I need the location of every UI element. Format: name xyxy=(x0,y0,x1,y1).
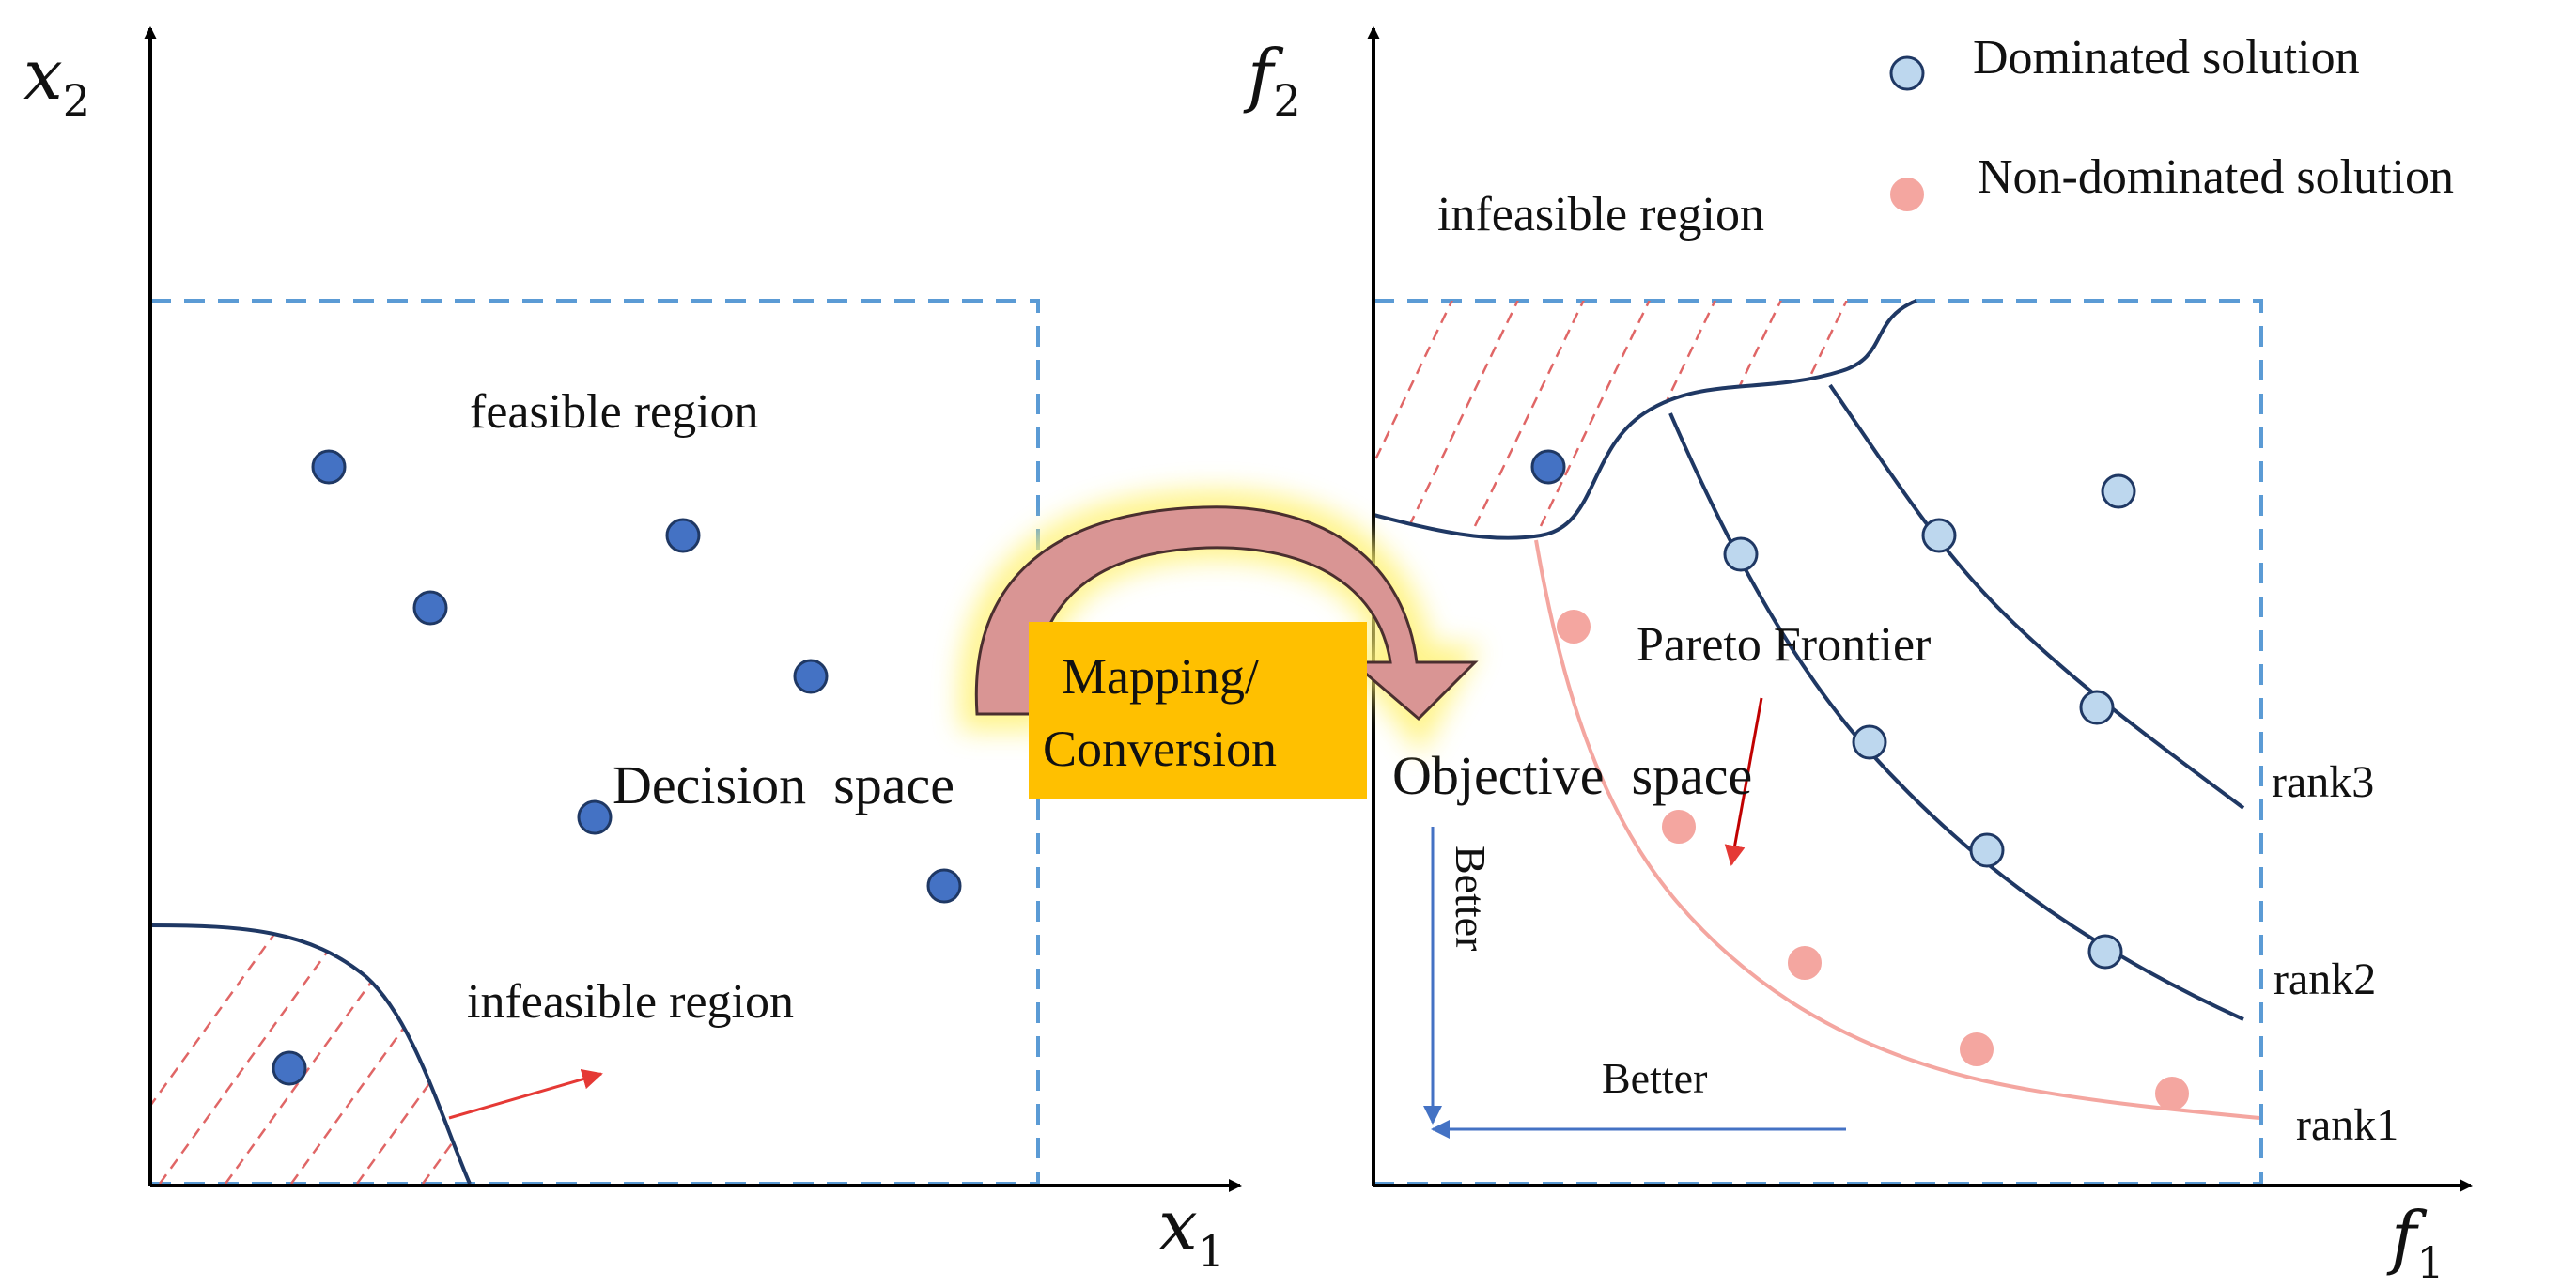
decision-space-label: Decision space xyxy=(613,754,954,815)
objective-space-label: Objective space xyxy=(1392,745,1752,806)
decision-point xyxy=(272,1050,307,1086)
non-dominated-point xyxy=(1662,810,1696,844)
dominated-points xyxy=(1723,473,2136,970)
mapping-label-line1: Mapping/ xyxy=(1062,648,1259,705)
better-horizontal-label: Better xyxy=(1602,1054,1707,1102)
dominated-point xyxy=(1969,832,2005,868)
decision-infeasible-label: infeasible region xyxy=(467,975,794,1029)
decision-x-axis-label: x1 xyxy=(1158,1186,1225,1277)
rank1-curve xyxy=(1534,539,2260,1120)
non-dominated-point xyxy=(1788,946,1822,980)
better-vertical-label: Better xyxy=(1447,846,1495,951)
pareto-arrow xyxy=(1724,697,1763,866)
objective-y-axis-label: f2 xyxy=(1243,35,1301,126)
objective-constraint-boundary xyxy=(1373,299,1917,540)
non-dominated-point xyxy=(2155,1077,2189,1110)
objective-infeasible-label: infeasible region xyxy=(1437,188,1764,241)
legend-dominated-marker xyxy=(1889,55,1925,91)
dominated-point xyxy=(2087,934,2123,970)
mapping-label-line2: Conversion xyxy=(1043,721,1277,777)
dominated-point xyxy=(1921,518,1957,553)
mapping-conversion: Mapping/ Conversion xyxy=(959,489,1481,799)
objective-infeasible-point xyxy=(1530,449,1566,485)
objective-space-panel: infeasible region Pareto Frontier Object… xyxy=(1243,26,2473,1288)
rank3-label: rank3 xyxy=(2272,757,2374,807)
objective-infeasible-region xyxy=(1373,299,1917,540)
mapping-curved-arrow xyxy=(974,505,1479,722)
decision-point xyxy=(412,590,448,626)
decision-point xyxy=(793,659,829,694)
decision-infeasible-arrow xyxy=(448,1069,603,1120)
dominated-point xyxy=(1852,724,1887,760)
dominated-point xyxy=(2079,690,2115,725)
decision-point xyxy=(926,868,962,904)
non-dominated-point xyxy=(1960,1032,1994,1066)
decision-point xyxy=(311,449,347,485)
rank3-curve xyxy=(1828,383,2245,810)
decision-y-axis-label: x2 xyxy=(23,35,90,126)
legend: Dominated solution Non-dominated solutio… xyxy=(1889,31,2454,211)
objective-x-axis-label: f1 xyxy=(2386,1197,2444,1288)
non-dominated-points xyxy=(1557,610,2189,1110)
dominated-point xyxy=(2101,473,2136,509)
objective-feasible-box xyxy=(1372,299,2263,1186)
decision-points xyxy=(272,449,962,1086)
legend-non-dominated-marker xyxy=(1890,178,1924,211)
legend-dominated-label: Dominated solution xyxy=(1973,31,2360,85)
decision-point xyxy=(665,518,701,553)
decision-space-panel: feasible region infeasible region Decisi… xyxy=(23,26,1242,1277)
rank2-label: rank2 xyxy=(2273,954,2376,1004)
dominated-point xyxy=(1723,536,1759,572)
legend-non-dominated-label: Non-dominated solution xyxy=(1978,150,2454,204)
decision-point xyxy=(577,799,613,835)
rank1-label: rank1 xyxy=(2296,1100,2398,1150)
decision-feasible-label: feasible region xyxy=(470,385,759,439)
rank2-curve xyxy=(1668,412,2244,1021)
non-dominated-point xyxy=(1557,610,1591,644)
decision-constraint-boundary xyxy=(149,923,472,1185)
mapping-label-box xyxy=(1029,622,1367,799)
pareto-frontier-label: Pareto Frontier xyxy=(1637,618,1931,672)
